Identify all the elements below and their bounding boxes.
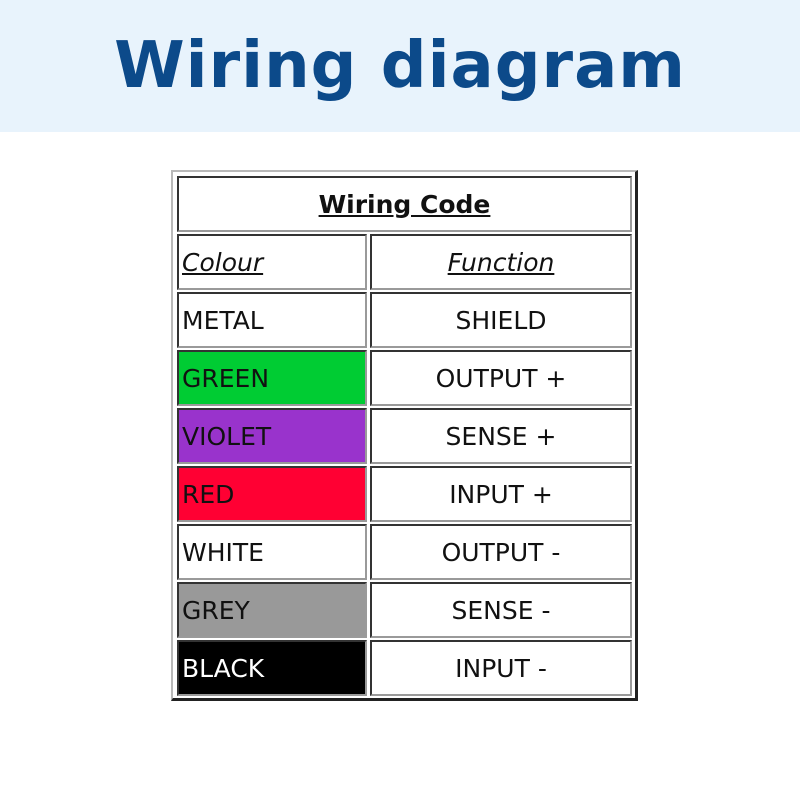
colour-cell-grey: GREY bbox=[177, 582, 367, 638]
colour-cell-black: BLACK bbox=[177, 640, 367, 696]
function-cell-white: OUTPUT - bbox=[370, 524, 632, 580]
function-cell-metal: SHIELD bbox=[370, 292, 632, 348]
function-cell-red: INPUT + bbox=[370, 466, 632, 522]
colour-cell-green: GREEN bbox=[177, 350, 367, 406]
title-banner: Wiring diagram bbox=[0, 0, 800, 132]
function-column-header: Function bbox=[370, 234, 632, 290]
function-cell-grey: SENSE - bbox=[370, 582, 632, 638]
colour-cell-red: RED bbox=[177, 466, 367, 522]
function-cell-green: OUTPUT + bbox=[370, 350, 632, 406]
colour-column-header: Colour bbox=[177, 234, 367, 290]
table-title: Wiring Code bbox=[177, 176, 632, 232]
function-cell-black: INPUT - bbox=[370, 640, 632, 696]
colour-cell-violet: VIOLET bbox=[177, 408, 367, 464]
function-cell-violet: SENSE + bbox=[370, 408, 632, 464]
colour-cell-metal: METAL bbox=[177, 292, 367, 348]
colour-cell-white: WHITE bbox=[177, 524, 367, 580]
page-title: Wiring diagram bbox=[114, 29, 686, 103]
